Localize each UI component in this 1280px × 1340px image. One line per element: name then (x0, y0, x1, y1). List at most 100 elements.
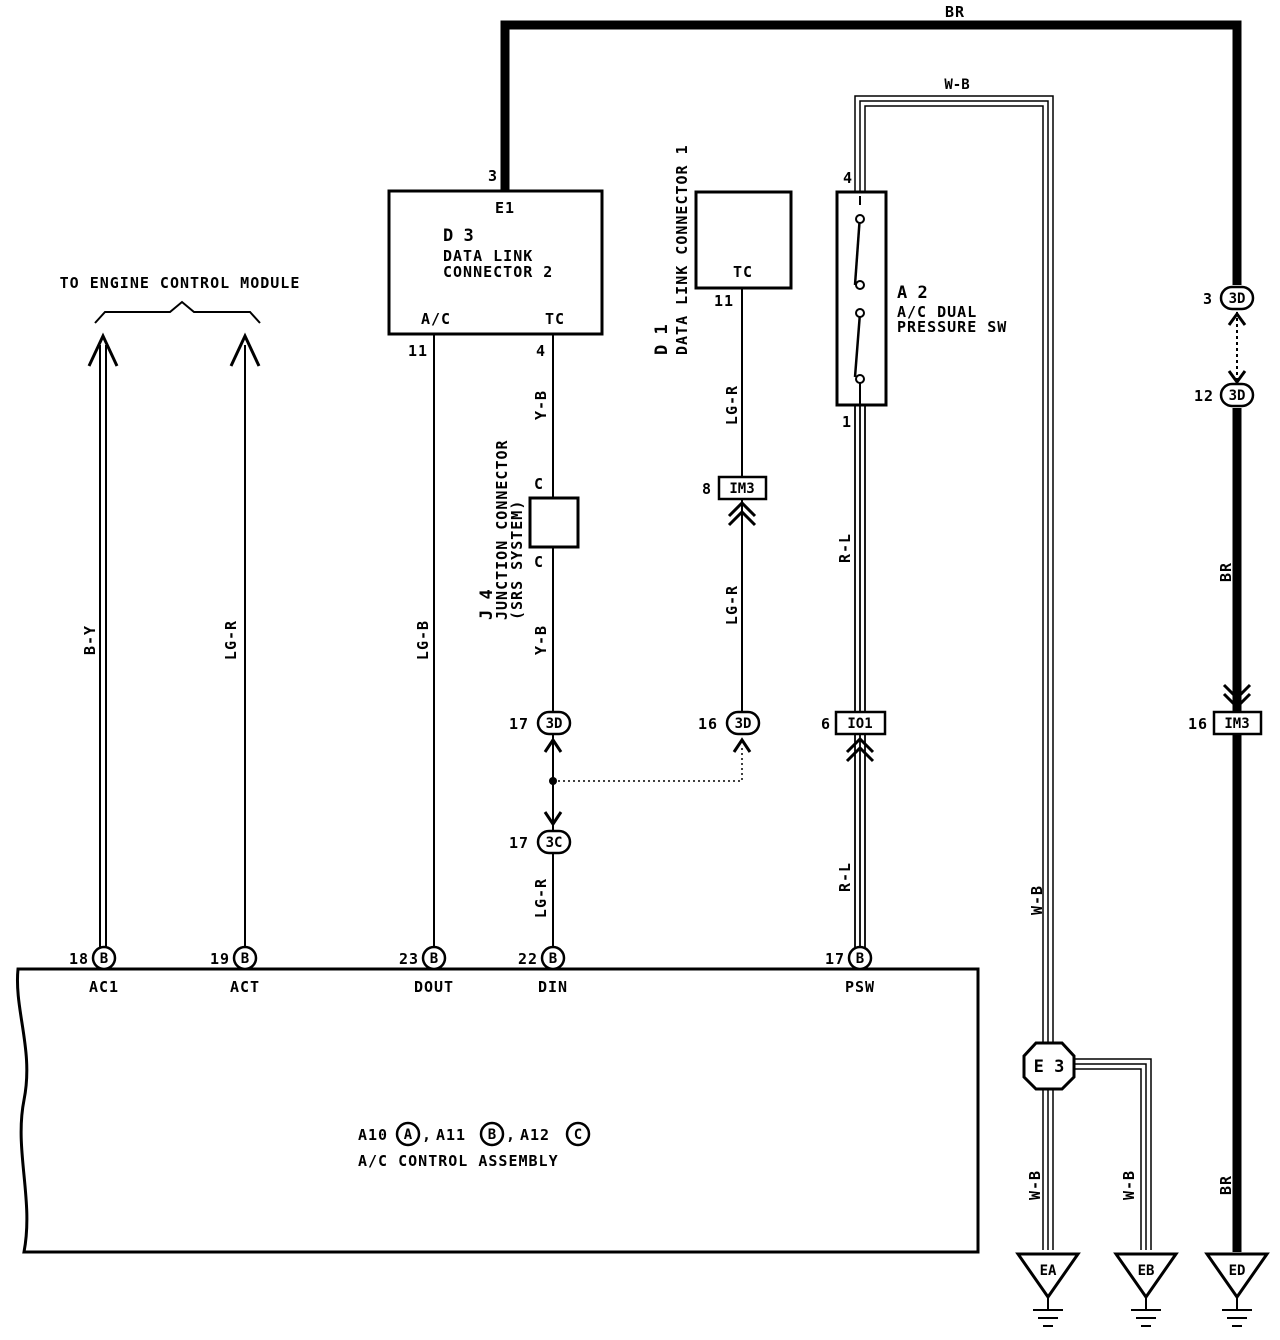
ground-ed (1204, 1252, 1270, 1327)
j4-junction (528, 496, 580, 549)
ground-eb (1113, 1252, 1179, 1327)
terminal-conn-label: B (430, 951, 438, 967)
d3-pin-top: 3 (488, 167, 498, 185)
ecm-label: TO ENGINE CONTROL MODULE (60, 274, 301, 292)
terminal-conn-label: B (241, 951, 249, 967)
wire-lgr-act (229, 332, 261, 948)
j4-name2: (SRS SYSTEM) (508, 500, 526, 620)
terminal-name: AC1 (89, 978, 119, 996)
svg-text:16: 16 (698, 715, 718, 733)
terminal-pin-number: 17 (825, 950, 845, 968)
wire-label-lgb: LG-B (414, 620, 432, 660)
a2-name2: PRESSURE SW (897, 318, 1007, 336)
ground-ea (1015, 1252, 1081, 1327)
svg-text:B: B (488, 1127, 496, 1143)
d3-id: D 3 (443, 226, 474, 246)
terminal-name: DIN (538, 978, 568, 996)
wire-label-wb-eb: W-B (1120, 1170, 1138, 1200)
wire-label-yb-2: Y-B (532, 625, 550, 655)
wire-label-rl-2: R-L (836, 862, 854, 892)
ecm-bracket (94, 300, 261, 324)
svg-text:,: , (422, 1126, 432, 1144)
d1-name: DATA LINK CONNECTOR 1 (673, 144, 691, 355)
j4-id: J 4 (477, 589, 497, 620)
terminal-conn-label: B (856, 951, 864, 967)
svg-text:IO1: IO1 (847, 716, 872, 732)
svg-text:3D: 3D (546, 716, 563, 732)
d1-id: D 1 (652, 324, 672, 355)
terminal-pin-number: 23 (399, 950, 419, 968)
wire-label-br-low: BR (1217, 1175, 1235, 1195)
d3-connector: 3 E1 D 3 DATA LINK CONNECTOR 2 A/C TC (387, 167, 604, 336)
junction-dot (549, 777, 557, 785)
svg-text:3D: 3D (735, 716, 752, 732)
wire-label-rl-1: R-L (836, 533, 854, 563)
terminal-name: DOUT (414, 978, 454, 996)
svg-text:A: A (404, 1127, 413, 1143)
wire-label-br-top: BR (945, 3, 965, 21)
connector-17-3c: 3C 17 (509, 811, 572, 855)
d3-pin-tc: 4 (536, 342, 546, 360)
svg-text:6: 6 (821, 715, 831, 733)
terminal-name: PSW (845, 978, 875, 996)
wire-br-top (500, 20, 1242, 1252)
j4-name1: JUNCTION CONNECTOR (493, 439, 511, 620)
wire-label-by: B-Y (81, 625, 99, 655)
svg-text:3C: 3C (546, 835, 563, 851)
svg-text:IM3: IM3 (729, 481, 754, 497)
svg-text:3D: 3D (1229, 291, 1246, 307)
d1-connector: TC (694, 190, 793, 290)
terminal-conn-label: B (549, 951, 557, 967)
d3-name1: DATA LINK (443, 247, 533, 265)
d3-pin-ac: 11 (408, 342, 428, 360)
svg-text:C: C (574, 1127, 582, 1143)
svg-text:A12: A12 (520, 1126, 550, 1144)
wire-label-wb-top: W-B (944, 77, 969, 93)
svg-text:3: 3 (1203, 290, 1213, 308)
j4-c-top: C (534, 475, 544, 493)
j4-c-bot: C (534, 553, 544, 571)
svg-text:E 3: E 3 (1034, 1057, 1065, 1077)
svg-text:3D: 3D (1229, 388, 1246, 404)
connector-3-3d: 3D 3 (1203, 285, 1255, 326)
terminal-pin-number: 22 (518, 950, 538, 968)
d3-ac-label: A/C (421, 310, 451, 328)
connector-16-im3: IM3 16 (1188, 683, 1263, 736)
a2-id: A 2 (897, 283, 928, 303)
assembly-label: A10 A , A11 B , A12 C A/C CONTROL ASSEMB… (358, 1121, 591, 1170)
ground-ea-label: EA (1040, 1263, 1057, 1279)
svg-text:A11: A11 (436, 1126, 466, 1144)
wire-wb-grounds (1042, 1058, 1152, 1250)
wire-label-lgr-act: LG-R (222, 620, 240, 660)
connector-16-3d: 3D 16 (698, 710, 761, 753)
a2-pin-bot: 1 (842, 413, 852, 431)
a2-pin-top: 4 (843, 169, 853, 187)
svg-text:17: 17 (509, 834, 529, 852)
wire-by (87, 332, 119, 948)
d3-tc-label: TC (545, 310, 565, 328)
svg-text:A10: A10 (358, 1126, 388, 1144)
connector-12-3d: 3D 12 (1194, 370, 1255, 408)
wire-label-wb-mid: W-B (1028, 885, 1046, 915)
terminal-name: ACT (230, 978, 260, 996)
wire-label-br-mid: BR (1217, 562, 1235, 582)
ground-ed-label: ED (1229, 1263, 1246, 1279)
ac-control-assembly-box (15, 967, 980, 1254)
terminal-pin-number: 19 (210, 950, 230, 968)
d3-name2: CONNECTOR 2 (443, 263, 553, 281)
wire-label-lgr-din: LG-R (532, 878, 550, 918)
connector-17-3d: 3D 17 (509, 710, 572, 753)
svg-text:8: 8 (702, 480, 712, 498)
splice-e3: E 3 (1022, 1041, 1076, 1091)
svg-text:17: 17 (509, 715, 529, 733)
wire-label-yb-1: Y-B (532, 390, 550, 420)
wire-label-wb-ea: W-B (1026, 1170, 1044, 1200)
wire-rl (854, 404, 866, 948)
d1-tc-label: TC (733, 263, 753, 281)
